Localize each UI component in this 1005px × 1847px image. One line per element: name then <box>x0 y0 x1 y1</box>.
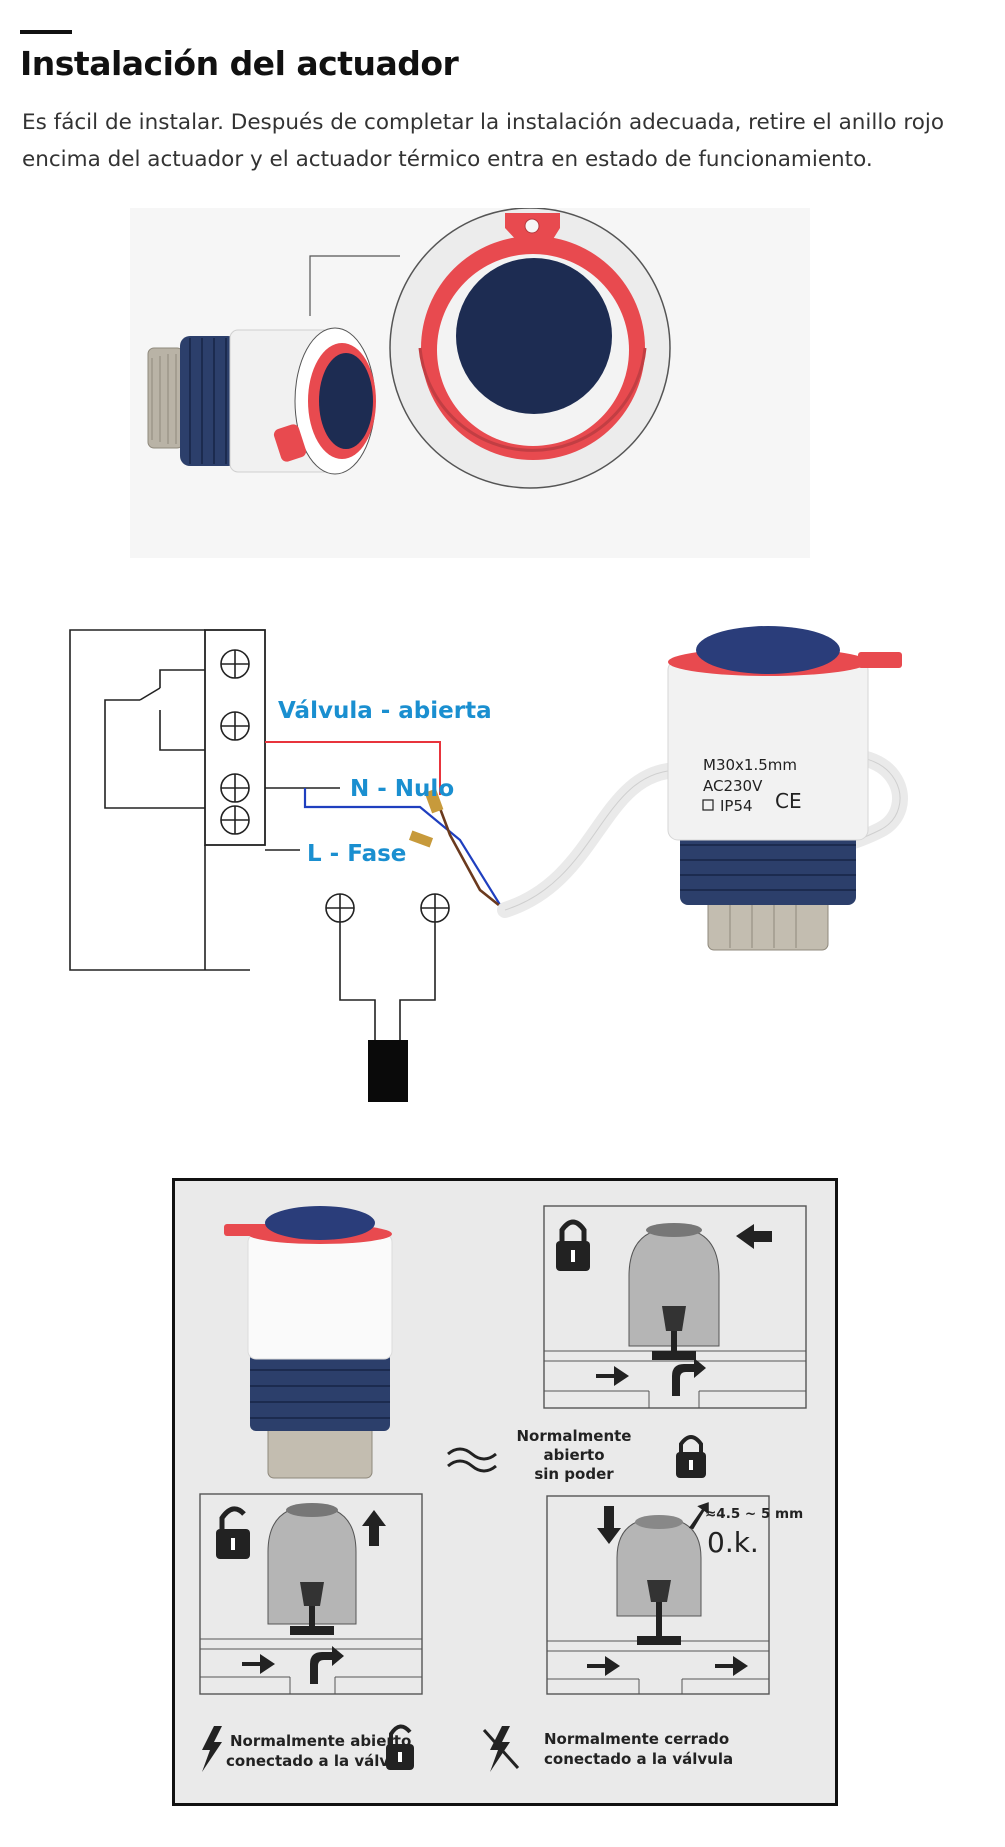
sensor-plug <box>368 1040 408 1102</box>
actuator-upright: M30x1.5mm AC230V IP54 CE <box>667 626 902 951</box>
actuator-ce-mark: CE <box>775 789 802 813</box>
actuator-photo <box>224 1206 393 1479</box>
actuator-ip-rating: IP54 <box>720 797 753 815</box>
valve-open-label: Válvula - abierta <box>278 698 492 724</box>
no-power-line-2: abierto <box>543 1446 604 1464</box>
actuator-small-view <box>147 327 376 475</box>
title-rule <box>20 30 72 34</box>
no-power-line-3: sin poder <box>534 1465 614 1483</box>
neutral-label: N - Nulo <box>350 776 454 802</box>
actuator-thread-spec: M30x1.5mm <box>703 756 797 774</box>
closed-connected-line-2: conectado a la válvula <box>544 1750 733 1768</box>
no-power-line-1: Normalmente <box>517 1427 632 1445</box>
no-power-caption: Normalmente abierto sin poder <box>447 1427 706 1483</box>
open-connected-line-1: Normalmente abierto <box>230 1732 411 1750</box>
live-label: L - Fase <box>307 841 406 867</box>
panel-locked-open <box>543 1205 807 1409</box>
actuator-closeup-image <box>130 208 810 558</box>
bottom-terminals <box>325 893 450 923</box>
ok-label: 0.k. <box>707 1526 759 1559</box>
actuator-zoom-circle <box>389 208 671 489</box>
wiring-diagram: Válvula - abierta N - Nulo L - Fase M30x… <box>69 626 908 1102</box>
operation-diagram: ≈4.5 ~ 5 mm 0.k. Normalmente abierto sin… <box>172 1178 838 1806</box>
panel-unlocked-open <box>199 1493 423 1695</box>
stroke-label: ≈4.5 ~ 5 mm <box>705 1506 803 1522</box>
closed-connected-line-1: Normalmente cerrado <box>544 1730 729 1748</box>
lightning-icon <box>202 1726 222 1772</box>
page-title: Instalación del actuador <box>20 44 459 83</box>
panel-closed: ≈4.5 ~ 5 mm 0.k. <box>546 1495 803 1695</box>
terminal-screws <box>220 649 250 835</box>
open-connected-line-2: conectado a la válvula <box>226 1752 415 1770</box>
page-description: Es fácil de instalar. Después de complet… <box>22 110 944 172</box>
actuator-voltage: AC230V <box>703 777 763 795</box>
closed-connected-caption: Normalmente cerrado conectado a la válvu… <box>482 1726 733 1772</box>
open-connected-caption: Normalmente abierto conectado a la válvu… <box>202 1724 415 1772</box>
